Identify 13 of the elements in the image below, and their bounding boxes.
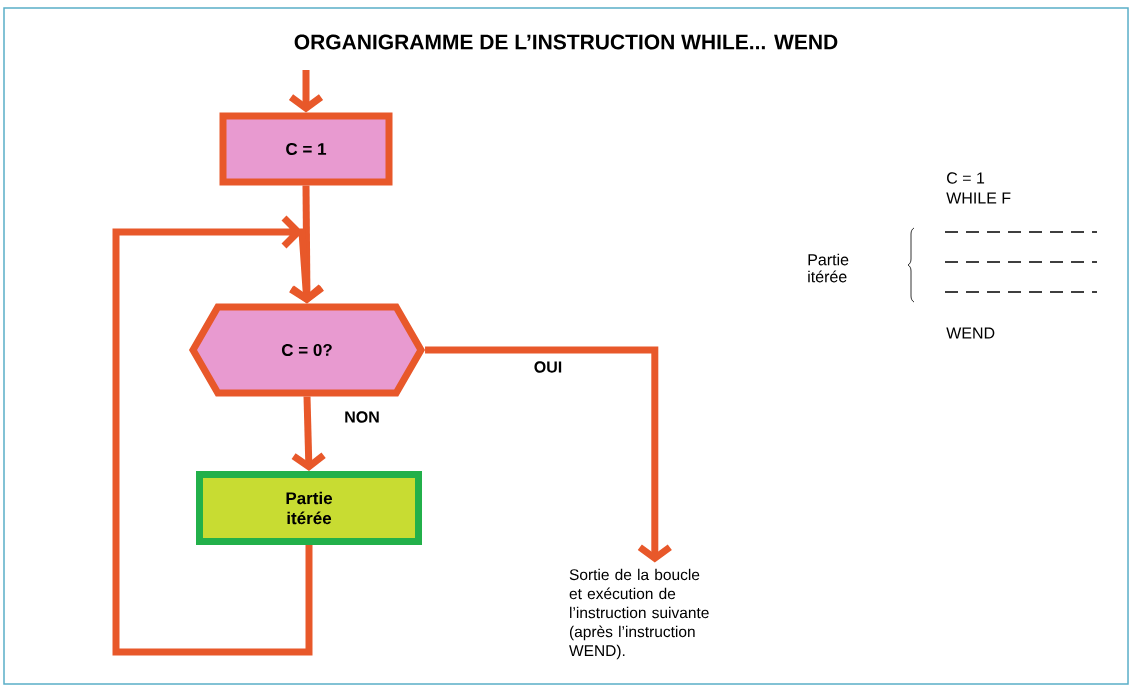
- arrow: [291, 396, 326, 471]
- process-box: Partie itérée: [196, 471, 422, 545]
- title: ORGANIGRAMME DE L’INSTRUCTION WHILE... WEND: [294, 34, 838, 50]
- exit-text: Sortie de la boucle et exécution de l’instruction suivante (après l’instruction WEND).: [569, 568, 709, 660]
- code-label: C = 1: [947, 172, 985, 184]
- code-label: WEND: [946, 327, 995, 339]
- process-box: C = 1: [219, 112, 393, 186]
- code-label: Partie itérée: [808, 253, 849, 283]
- code-label: WHILE F: [946, 192, 1011, 204]
- arrow: [112, 214, 324, 656]
- edge-label: NON: [345, 411, 379, 423]
- edge-label: OUI: [534, 361, 562, 373]
- decision-hexagon: C = 0?: [188, 303, 426, 397]
